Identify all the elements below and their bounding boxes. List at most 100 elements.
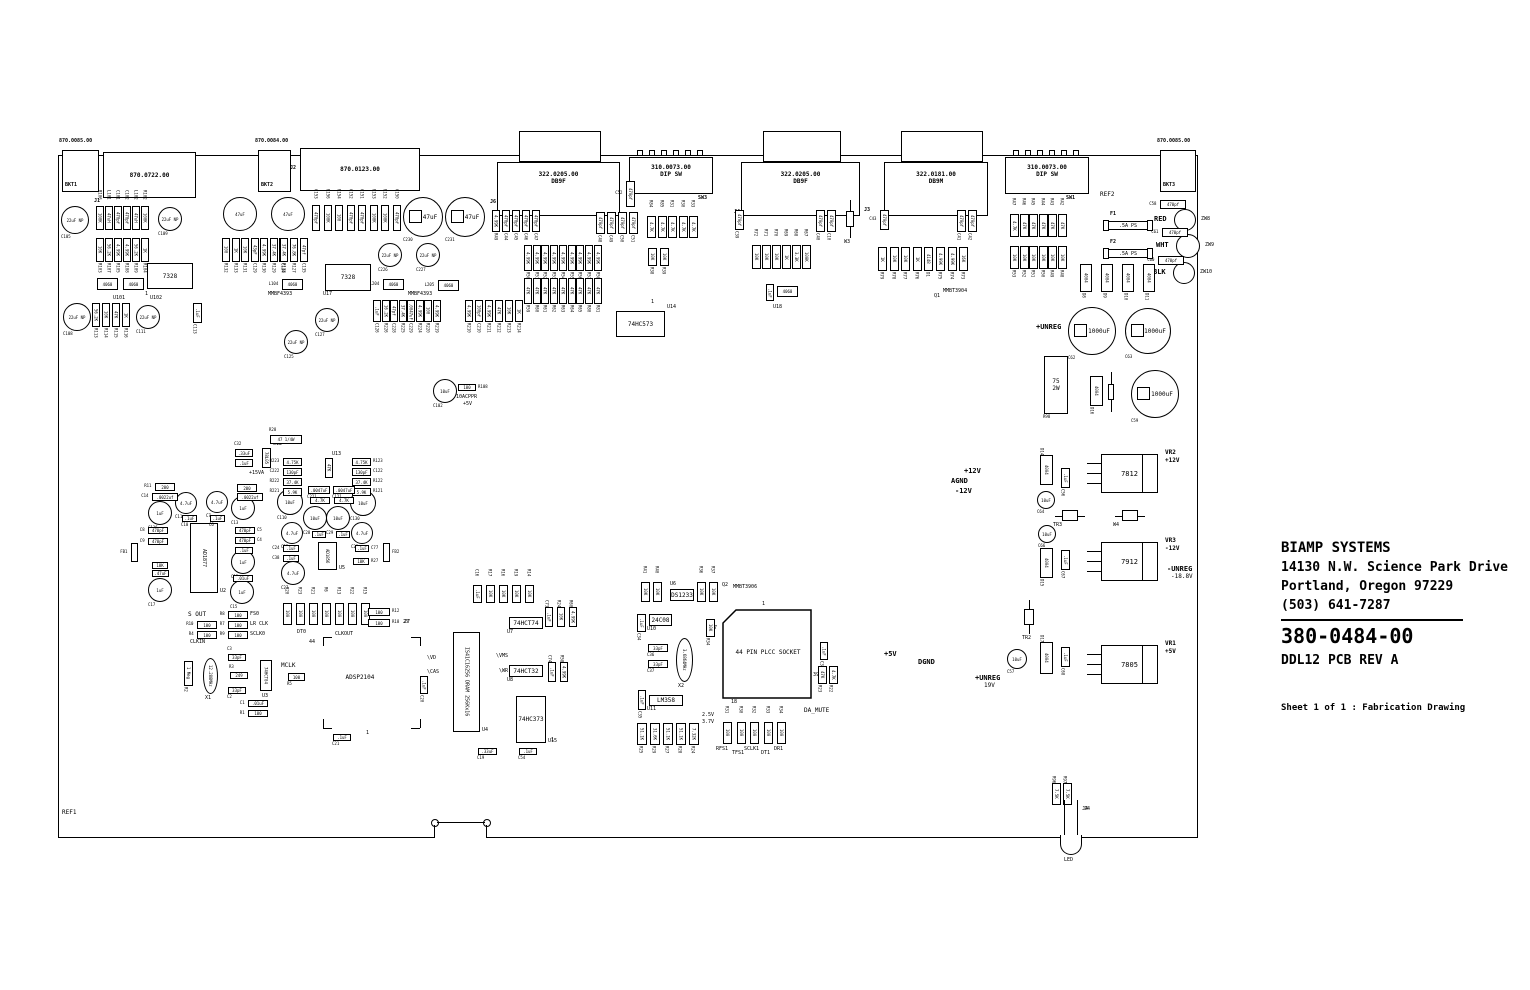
ref-label: R68 xyxy=(793,229,799,237)
ref-label: C32 xyxy=(234,441,242,446)
resistor: 100 xyxy=(228,611,248,619)
ref-label: R70 xyxy=(773,229,779,237)
ref-label: C68 xyxy=(1060,668,1066,676)
resistor: 1K xyxy=(515,300,523,322)
capacitor: 470pf xyxy=(968,210,977,232)
ref-label: R53 xyxy=(1011,270,1017,278)
capacitor: .1uF xyxy=(182,515,197,522)
net-label: LR CLK xyxy=(250,621,269,627)
capacitor: .1uF xyxy=(336,531,350,538)
resistor: 4.7K xyxy=(658,216,667,238)
net-label: 1 xyxy=(145,291,149,297)
capacitor: 47pf xyxy=(300,238,308,262)
resistor: 100 xyxy=(296,603,305,625)
ref-label: R108 xyxy=(124,263,130,273)
net-label: +UNREG xyxy=(1036,323,1062,331)
ref-label: R153 xyxy=(371,189,377,199)
capacitor: 470pf xyxy=(393,205,401,231)
ref-label: R154 xyxy=(336,189,342,199)
line xyxy=(1087,664,1101,666)
ref-label: R71 xyxy=(763,229,769,237)
diode: 4004 xyxy=(1040,548,1053,578)
resistor: 10K xyxy=(890,247,899,271)
bracket-connector xyxy=(258,150,291,192)
ref-label: R34 xyxy=(778,706,784,714)
company-address: 14130 N.W. Science Park Drive xyxy=(1281,560,1508,575)
resistor: 47K xyxy=(568,278,576,304)
ref-label: C24 xyxy=(272,544,280,550)
electrolytic-capacitor: 1uF xyxy=(148,578,172,602)
resistor: 47K xyxy=(325,458,333,478)
capacitor-pad xyxy=(1074,324,1087,337)
jumper-wire xyxy=(846,211,854,227)
capacitor-ref: C59 xyxy=(1131,418,1139,423)
resistor: 200 xyxy=(237,484,257,492)
capacitor-ref: C29 xyxy=(326,530,334,535)
ref-label: C52 xyxy=(615,190,623,195)
resistor: 4.99K xyxy=(533,245,541,271)
sheet-info: Sheet 1 of 1 : Fabrication Drawing xyxy=(1281,703,1466,713)
dip-switch-ref: SW1 xyxy=(1066,195,1076,201)
jumper-ref: W3 xyxy=(844,239,851,245)
ref-label: R156 xyxy=(325,189,331,199)
ref-label: D1 xyxy=(925,272,931,277)
resistor: 100 xyxy=(424,300,432,322)
net-label: +15VA xyxy=(249,470,265,476)
capacitor: .1uF xyxy=(373,300,381,322)
net-label: \VMS xyxy=(496,653,509,659)
capacitor-ref: C127 xyxy=(315,332,325,337)
ref-label: C46 xyxy=(523,233,529,241)
connector-part-number: 870.0084.00 xyxy=(255,138,289,144)
ref-label: R212 xyxy=(496,323,502,333)
resistor: 10K xyxy=(1029,246,1038,269)
resistor: 4.7K xyxy=(829,666,838,684)
ref-label: R33 xyxy=(765,706,771,714)
ref-label: R58 xyxy=(559,655,565,663)
resistor: 4.7K xyxy=(679,216,688,238)
capacitor: 470pf xyxy=(626,181,635,207)
net-label: \VD xyxy=(427,655,437,661)
ref-label: C101 xyxy=(115,190,121,200)
ref-label: C44 xyxy=(503,233,509,241)
ref-label: R104 xyxy=(142,263,148,273)
capacitor-ref: C27 xyxy=(281,585,289,590)
connector-ref: BKT3 xyxy=(1163,182,1176,188)
capacitor: 470pf xyxy=(358,205,366,231)
capacitor-ref: C230 xyxy=(403,237,413,242)
line xyxy=(420,719,422,728)
line xyxy=(1087,483,1101,485)
ref-label: R25 xyxy=(638,746,644,754)
capacitor: 47pf xyxy=(390,300,398,322)
resistor: 100 xyxy=(222,238,230,262)
resistor: 47K xyxy=(524,278,532,304)
resistor: 100 xyxy=(228,621,248,629)
ref-label: R220 xyxy=(425,323,431,333)
capacitor-ref: C64 xyxy=(1037,509,1045,514)
ref-label: C10 xyxy=(826,233,832,241)
ref-label: C228 xyxy=(391,323,397,333)
electrolytic-capacitor: 47uF xyxy=(271,197,305,231)
resistor: 10K xyxy=(697,582,706,602)
dsub-flange xyxy=(763,131,841,162)
ref-label: R211 xyxy=(486,323,492,333)
ref-label: C14 xyxy=(141,493,149,498)
capacitor-ref: C231 xyxy=(445,237,455,242)
ref-label: C74 xyxy=(547,655,553,663)
ref-label: C41 xyxy=(956,233,962,241)
resistor: 100K xyxy=(96,206,104,230)
ic-ref: U6 xyxy=(670,581,677,587)
resistor: 10K xyxy=(660,248,669,266)
electrolytic-capacitor: 1uF xyxy=(148,501,172,525)
resistor: 10K xyxy=(499,585,508,603)
ref-label: R214 xyxy=(516,323,522,333)
diode: 4004 xyxy=(1101,264,1113,292)
resistor: 10K xyxy=(1010,246,1019,269)
resistor: 4.99K xyxy=(948,247,957,271)
diode: 4148 xyxy=(924,247,933,271)
net-label: MMBF4393 xyxy=(408,291,433,297)
ref-label: R11 xyxy=(144,483,152,488)
ref-label: D9 xyxy=(1102,293,1108,298)
net-label: MMBT3904 xyxy=(943,288,968,294)
resistor: 76.8K xyxy=(290,238,298,262)
resistor: 10K xyxy=(653,582,662,602)
